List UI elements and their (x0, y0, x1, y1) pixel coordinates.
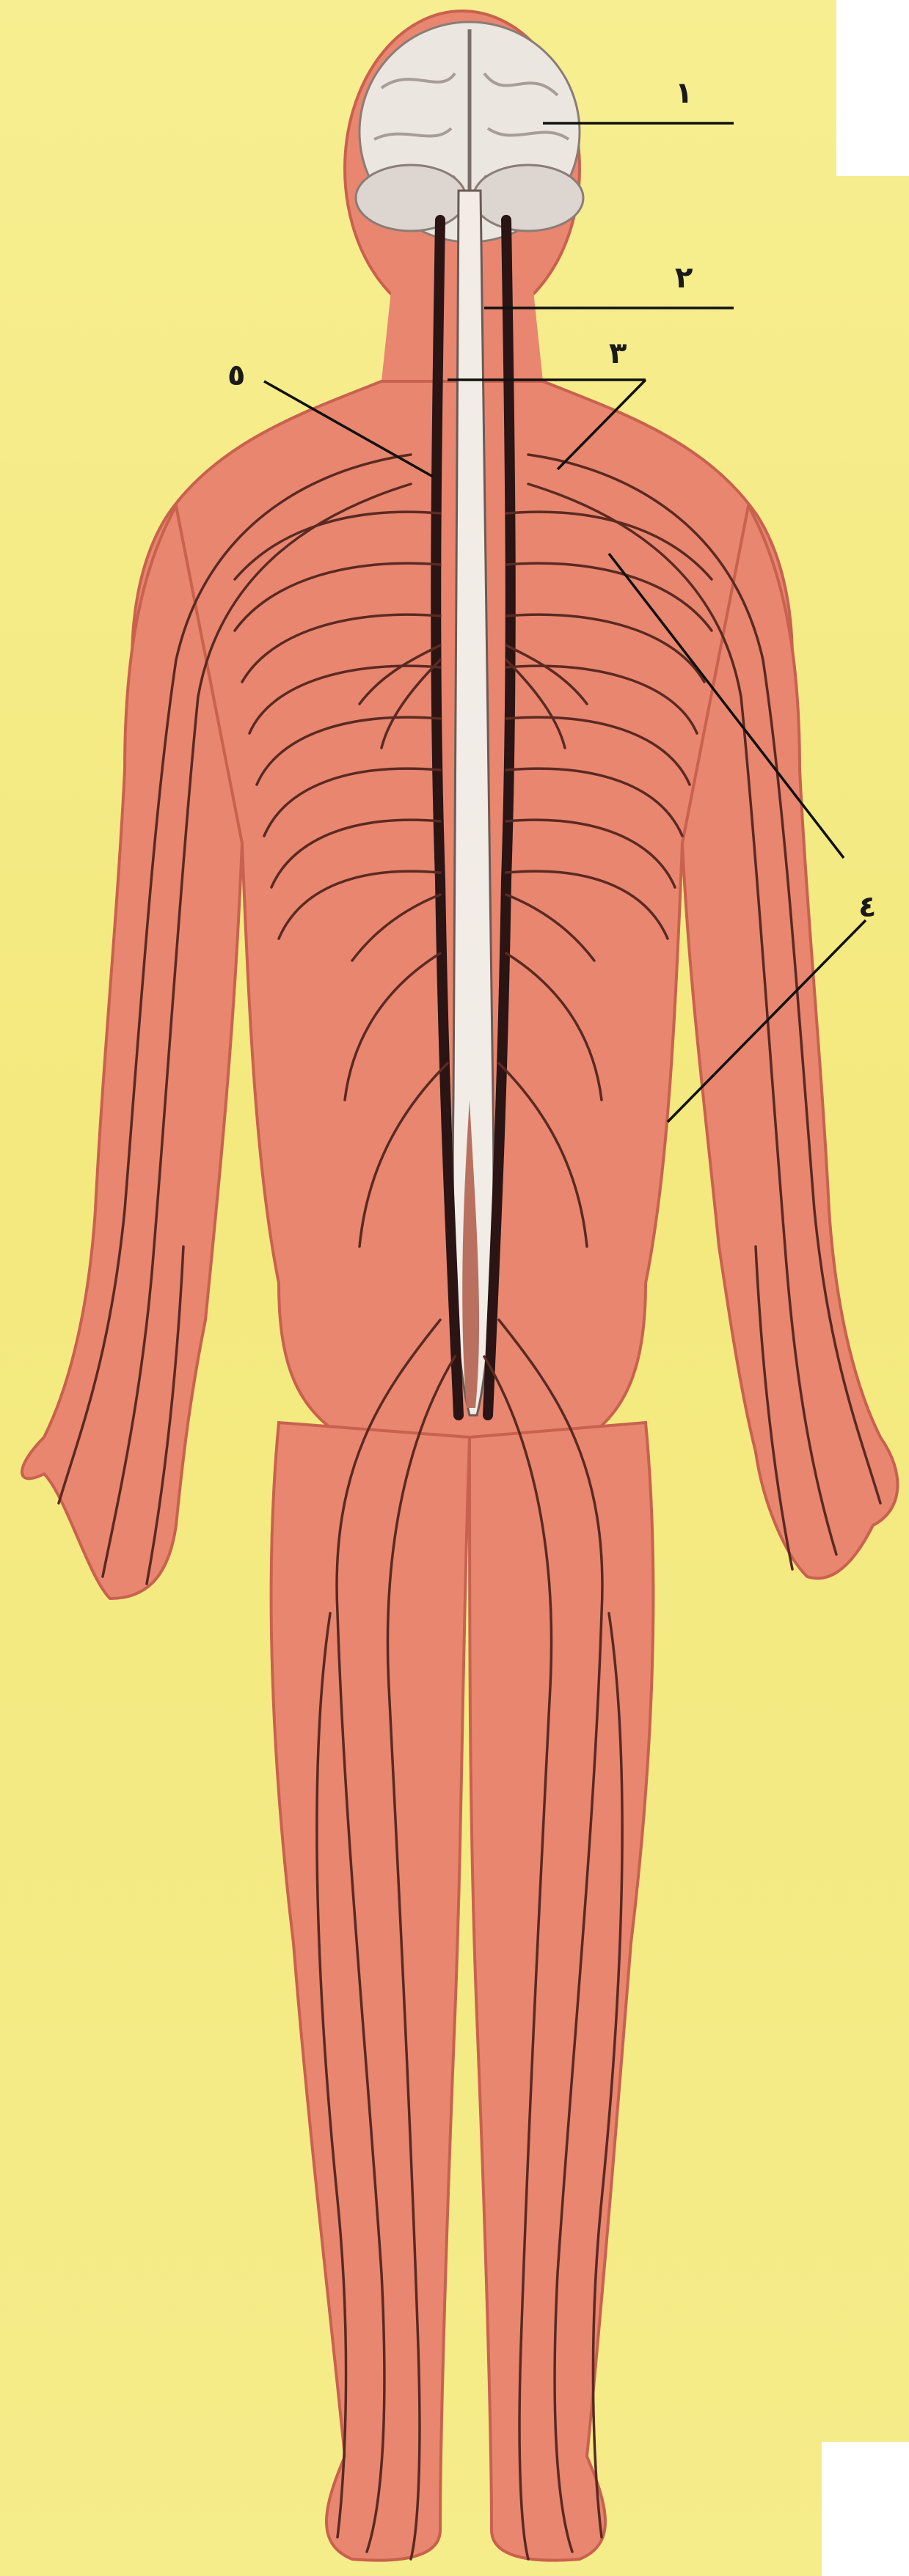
label-1: ١ (675, 76, 693, 110)
label-3: ٣ (609, 337, 627, 370)
label-4: ٤ (858, 890, 876, 924)
label-5: ٥ (227, 359, 245, 392)
scan-edge-bottom (822, 2442, 909, 2576)
scan-edge-top (836, 0, 909, 176)
label-2: ٢ (675, 261, 693, 295)
